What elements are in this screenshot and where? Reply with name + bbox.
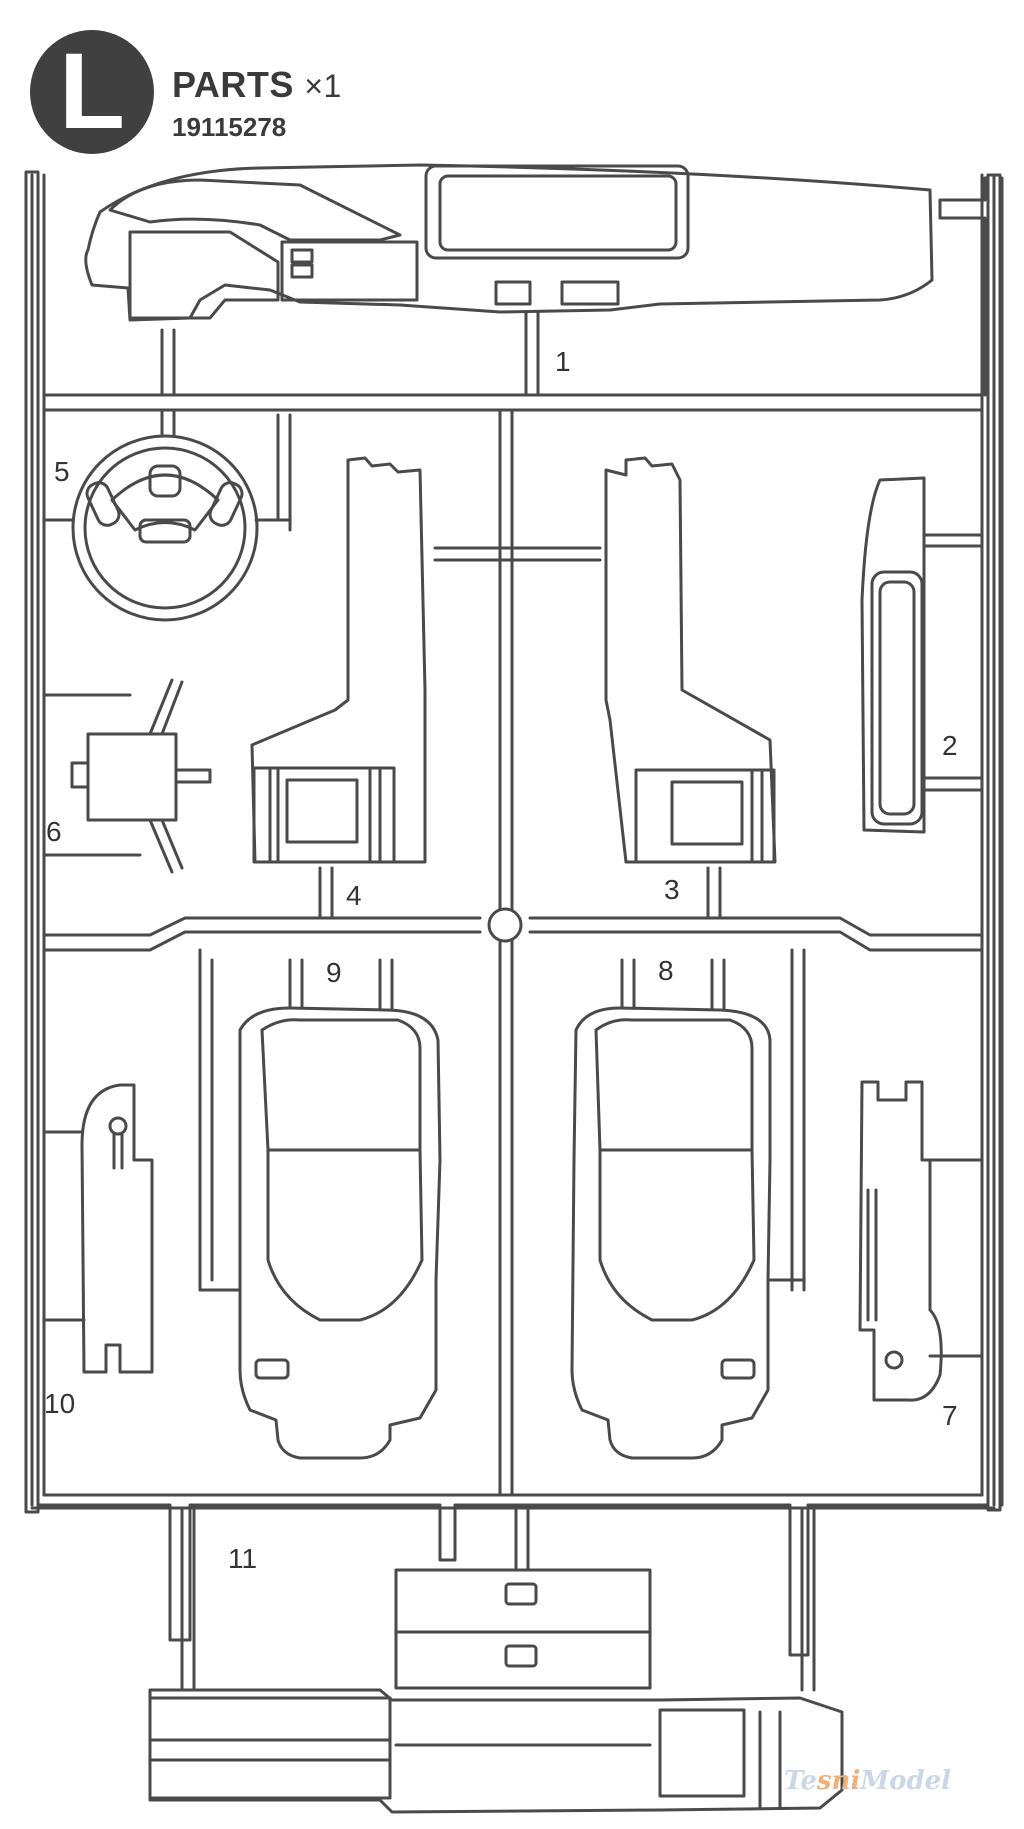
part-number-9: 9: [326, 957, 342, 988]
part-7-lever-right: [858, 1080, 984, 1402]
part-number-1: 1: [555, 346, 571, 377]
part-10-lever-left: [42, 1083, 154, 1374]
part-6-column-stalks: [42, 678, 212, 874]
sprue-frame: [24, 170, 1004, 1692]
sheet-title-block: PARTS ×1: [172, 64, 342, 106]
part-number-6: 6: [46, 816, 62, 847]
part-1-dashboard: [84, 163, 934, 322]
part-4-console-panel-left: [250, 456, 427, 920]
part-9-seat-left: [198, 948, 442, 1460]
part-number-2: 2: [942, 730, 958, 761]
part-5-steering-wheel: [42, 408, 292, 622]
sheet-letter: L: [59, 30, 125, 151]
part-number-8: 8: [658, 955, 674, 986]
sheet-letter-badge: L: [30, 30, 154, 154]
part-number-11: 11: [228, 1543, 258, 1574]
part-number-3: 3: [664, 874, 680, 905]
part-number-4: 4: [346, 880, 362, 911]
part-number-10: 10: [44, 1388, 76, 1419]
part-11-center-console: [148, 1568, 844, 1814]
sheet-title: PARTS: [172, 64, 294, 105]
sheet-quantity: ×1: [304, 68, 342, 104]
part-2-trim-panel: [860, 476, 984, 834]
watermark-logo: TesniModel: [784, 1766, 952, 1796]
part-8-seat-right: [570, 948, 806, 1460]
sheet-code: 19115278: [172, 112, 287, 142]
part-3-console-panel-right: [604, 456, 777, 920]
part-number-5: 5: [54, 456, 70, 487]
part-number-7: 7: [942, 1400, 958, 1431]
